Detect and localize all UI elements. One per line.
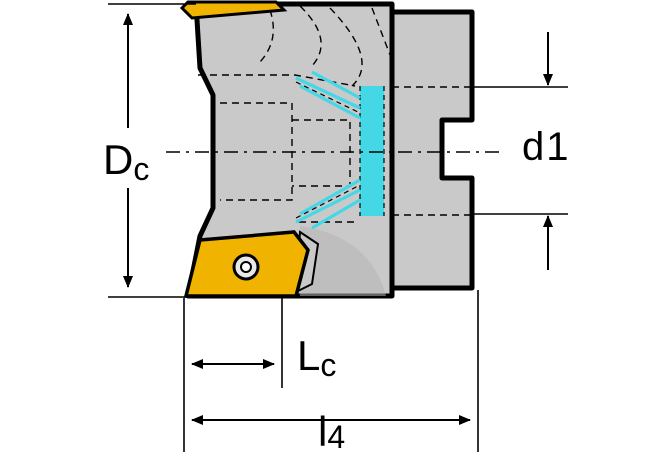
l4-label: l4 [318,408,345,455]
insert-screw-inner [240,261,252,273]
top-insert [179,0,288,20]
coolant-channels [295,70,385,230]
dimension-l4: l4 [191,290,479,455]
coolant-bore [360,86,384,216]
dc-label: Dc [103,136,149,187]
d1-label: d1 [522,125,569,169]
cutter-head [185,1,395,299]
hub-body [389,9,475,291]
top-insert-body [179,0,288,20]
dimension-d1: d1 [472,32,569,270]
lc-label: Lc [297,332,336,383]
head-relief-shade [300,226,386,296]
bottom-insert [183,230,320,298]
dimension-lc: Lc [183,298,336,452]
cutter-hub [389,9,475,291]
dimension-dc: Dc [103,3,196,298]
